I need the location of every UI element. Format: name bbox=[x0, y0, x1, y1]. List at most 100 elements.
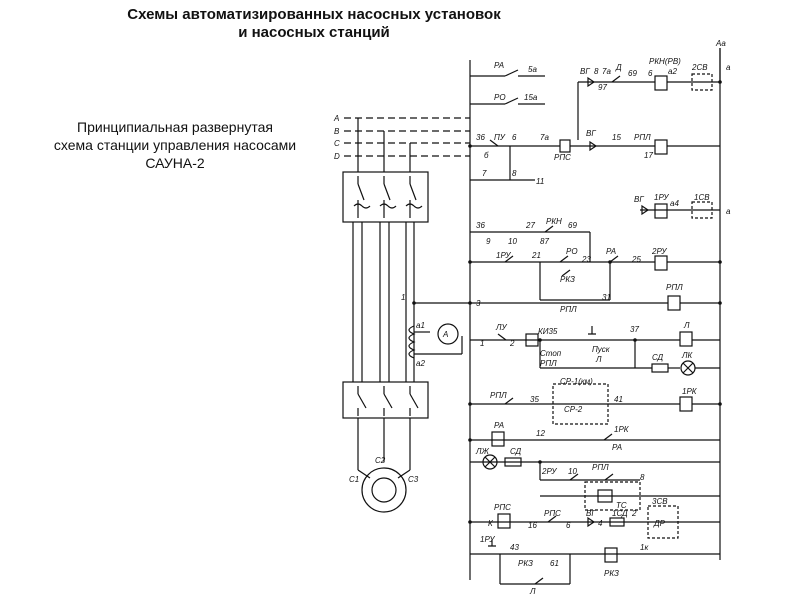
label-21: 21 bbox=[531, 251, 541, 260]
label-87: 87 bbox=[540, 237, 549, 246]
label-node-aa: Аа bbox=[715, 39, 726, 48]
label-ammeter: А bbox=[442, 330, 448, 339]
label-6: 6 bbox=[512, 133, 517, 142]
label-6b: б bbox=[484, 151, 489, 160]
label-rpl-3: РПЛ bbox=[666, 283, 683, 292]
label-lzh: ЛЖ bbox=[475, 447, 489, 456]
label-5a: 5а bbox=[528, 65, 537, 74]
label-6c: 6 bbox=[566, 521, 571, 530]
label-phase-c: С bbox=[334, 139, 340, 148]
label-23: 23 bbox=[581, 255, 591, 264]
label-ra-2: РА bbox=[606, 247, 616, 256]
label-vg-3: ВГ bbox=[586, 509, 596, 518]
label-vg-mid: ВГ bbox=[586, 129, 596, 138]
rung-8-11 bbox=[470, 146, 535, 181]
rung-pu-rps bbox=[470, 139, 720, 155]
label-10b: 10 bbox=[568, 467, 577, 476]
label-9: 9 bbox=[486, 237, 491, 246]
label-27: 27 bbox=[525, 221, 535, 230]
label-phase-d: D bbox=[334, 152, 340, 161]
label-1ru-3: 1РУ bbox=[480, 535, 495, 544]
label-rps-3: РПС bbox=[544, 509, 561, 518]
label-4: 4 bbox=[598, 519, 603, 528]
control-bus bbox=[469, 48, 721, 580]
label-l-2: Л bbox=[595, 355, 602, 364]
label-7a2: 7а bbox=[540, 133, 549, 142]
label-ra-1: РА bbox=[494, 61, 504, 70]
label-phase-b: В bbox=[334, 127, 340, 136]
rung-ra-lamp bbox=[470, 431, 720, 481]
label-7a: 7а bbox=[602, 67, 611, 76]
label-6-top: 6 bbox=[648, 69, 653, 78]
label-rkz-3: РКЗ bbox=[604, 569, 619, 578]
motor-contactor-contacts bbox=[357, 386, 419, 416]
phase-busbars bbox=[344, 117, 470, 157]
label-lu: ЛУ bbox=[495, 323, 507, 332]
power-feeders bbox=[352, 222, 470, 382]
label-25: 25 bbox=[631, 255, 641, 264]
label-rkn: РКН bbox=[546, 217, 562, 226]
label-rpl-5: РПЛ bbox=[490, 391, 507, 400]
rung-ts bbox=[540, 481, 720, 511]
label-35: 35 bbox=[530, 395, 539, 404]
label-1k: 1к bbox=[640, 543, 649, 552]
label-vg-top: ВГ bbox=[580, 67, 590, 76]
slide-title-line2: и насосных станций bbox=[238, 24, 390, 41]
label-8b: 8 bbox=[512, 169, 517, 178]
main-breaker-contacts bbox=[353, 176, 423, 218]
label-ki35: КИ35 bbox=[538, 327, 558, 336]
pump-motor-rotor bbox=[371, 477, 397, 503]
label-c1: С1 bbox=[349, 475, 359, 484]
label-1sd: 1СД bbox=[612, 509, 628, 518]
label-1ru-l: 1РУ bbox=[496, 251, 511, 260]
label-ro-1: РО bbox=[494, 93, 506, 102]
caption-line2: схема станции управления насосами bbox=[53, 137, 297, 153]
label-ra-3: РА bbox=[494, 421, 504, 430]
label-sd-2: СД bbox=[510, 447, 522, 456]
label-a2: а2 bbox=[416, 359, 425, 368]
label-2: 2 bbox=[509, 339, 515, 348]
label-rkz-2: РКЗ bbox=[518, 559, 533, 568]
label-a2-top: а2 bbox=[668, 67, 677, 76]
label-sr1: СР-1(км) bbox=[560, 377, 593, 386]
caption-line3: САУНА-2 bbox=[145, 155, 205, 171]
rung-rkn bbox=[470, 225, 591, 262]
rung-rkz bbox=[470, 540, 720, 585]
label-37: 37 bbox=[630, 325, 639, 334]
label-a-top: а bbox=[726, 63, 731, 72]
label-rps-2: РПС bbox=[494, 503, 511, 512]
rung-1rk bbox=[470, 383, 720, 425]
label-d-top: Д bbox=[615, 63, 622, 72]
label-7: 7 bbox=[482, 169, 487, 178]
rung-ra-5a bbox=[470, 69, 545, 77]
label-node-3: 3 bbox=[476, 299, 481, 308]
label-69: 69 bbox=[628, 69, 637, 78]
label-node-1: 1 bbox=[401, 293, 405, 302]
label-stop: Стоп bbox=[540, 349, 562, 358]
label-8: 8 bbox=[594, 67, 599, 76]
rung-top-relay bbox=[577, 48, 721, 140]
ammeter bbox=[437, 323, 459, 345]
label-a-r: а bbox=[726, 207, 731, 216]
label-pusk: Пуск bbox=[592, 345, 611, 354]
label-16: 16 bbox=[528, 521, 537, 530]
label-1rk: 1РК bbox=[682, 387, 698, 396]
label-69b: 69 bbox=[568, 221, 577, 230]
rung-rps-3sv bbox=[470, 505, 720, 539]
current-transformer bbox=[408, 325, 463, 359]
label-31: 31 bbox=[602, 293, 611, 302]
label-k: К bbox=[488, 519, 494, 528]
label-1: 1 bbox=[480, 339, 484, 348]
motor-leads bbox=[357, 418, 411, 479]
caption-line1: Принципиальная развернутая bbox=[77, 119, 273, 135]
rung-rkz-rpl bbox=[539, 262, 611, 301]
label-dr: ДР bbox=[653, 519, 666, 528]
label-rpl-2: РПЛ bbox=[560, 305, 577, 314]
label-ro-2: РО bbox=[566, 247, 578, 256]
rung-start-stop bbox=[470, 326, 720, 373]
label-15a: 15а bbox=[524, 93, 538, 102]
label-pu: ПУ bbox=[494, 133, 506, 142]
label-rps: РПС bbox=[554, 153, 571, 162]
label-sd: СД bbox=[652, 353, 664, 362]
rung-1ru bbox=[640, 201, 720, 219]
